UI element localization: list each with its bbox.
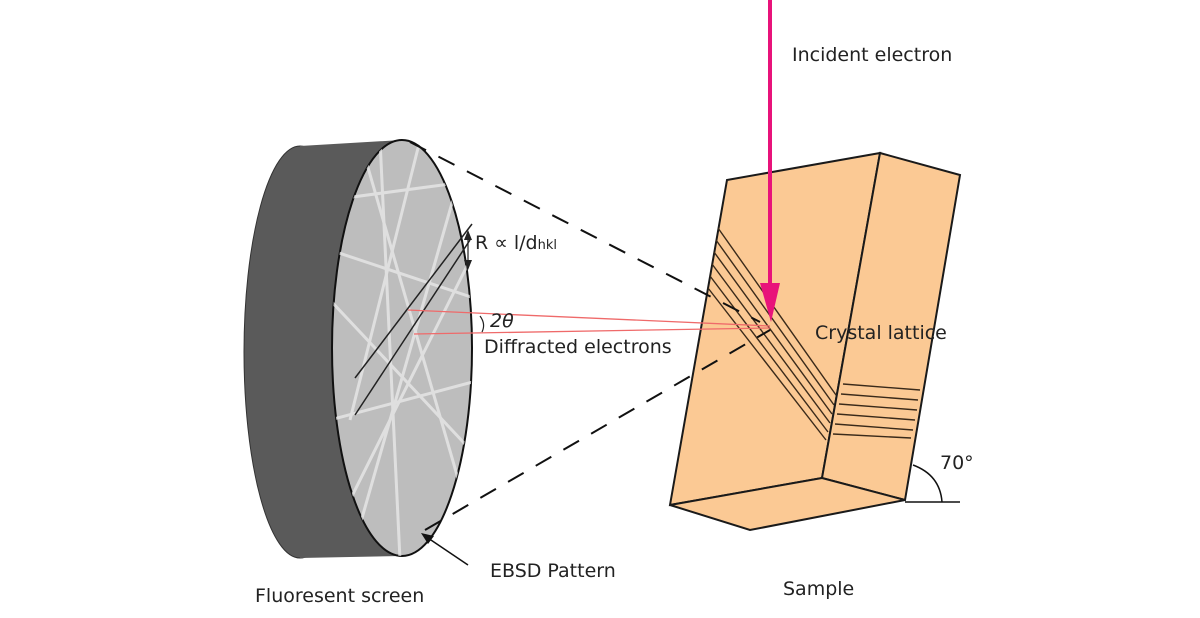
r-relation-label: R ∝ l/dhkl: [475, 232, 557, 254]
dashed-cone-lines: [409, 141, 771, 531]
incident-electron-label: Incident electron: [792, 44, 953, 66]
tilt-angle-marker: [905, 464, 960, 503]
fluorescent-screen-label: Fluoresent screen: [255, 585, 425, 607]
ebsd-pointer-arrow: [421, 533, 469, 566]
kikuchi-bands: [332, 140, 472, 556]
two-theta-label: 2θ: [490, 310, 514, 332]
crystal-lattice-label: Crystal lattice: [815, 322, 947, 344]
hkl-subscript: hkl: [537, 238, 557, 253]
ebsd-pattern-face: [331, 139, 473, 557]
r-relation-text: R ∝ l/d: [475, 232, 538, 254]
tilt-angle-label: 70°: [940, 452, 974, 474]
sample-block: [668, 151, 962, 532]
sample-label: Sample: [783, 578, 855, 600]
two-theta-arc: [479, 315, 485, 333]
crystal-lattice-planes: [707, 227, 921, 441]
ebsd-pattern-label: EBSD Pattern: [490, 560, 616, 582]
incident-beam-arrow: [760, 0, 780, 322]
fluorescent-screen: [243, 139, 473, 559]
diffracted-rays: [407, 309, 771, 335]
diffracted-electrons-label: Diffracted electrons: [484, 336, 672, 358]
